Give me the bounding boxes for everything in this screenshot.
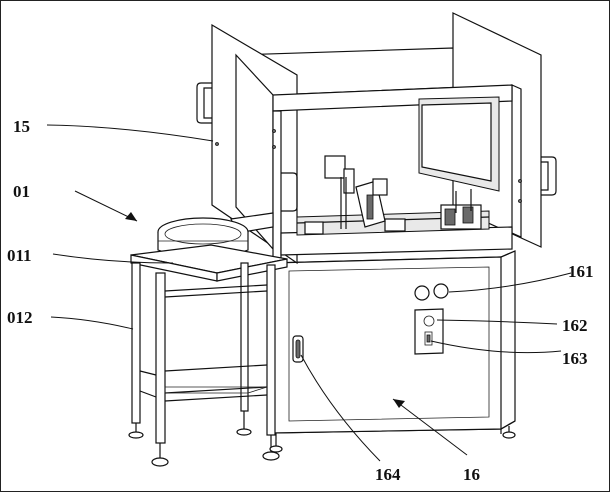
label-012: 012	[7, 308, 33, 327]
control-plate	[414, 308, 444, 355]
internal-mechanism	[280, 155, 513, 256]
leader-lines	[46, 124, 572, 462]
door-handle	[292, 335, 304, 363]
upper-enclosure	[211, 12, 542, 265]
label-164: 164	[375, 465, 401, 484]
label-162: 162	[562, 316, 588, 335]
bowl-stand	[128, 244, 516, 467]
label-163: 163	[562, 349, 588, 368]
panel-handles	[196, 82, 557, 212]
reference-labels: 15 01 011 012 161 162 163 164 16	[7, 117, 594, 484]
label-15: 15	[13, 117, 30, 136]
label-161: 161	[568, 262, 594, 281]
label-01: 01	[13, 182, 30, 201]
label-16: 16	[463, 465, 480, 484]
label-011: 011	[7, 246, 32, 265]
control-buttons	[414, 283, 449, 301]
